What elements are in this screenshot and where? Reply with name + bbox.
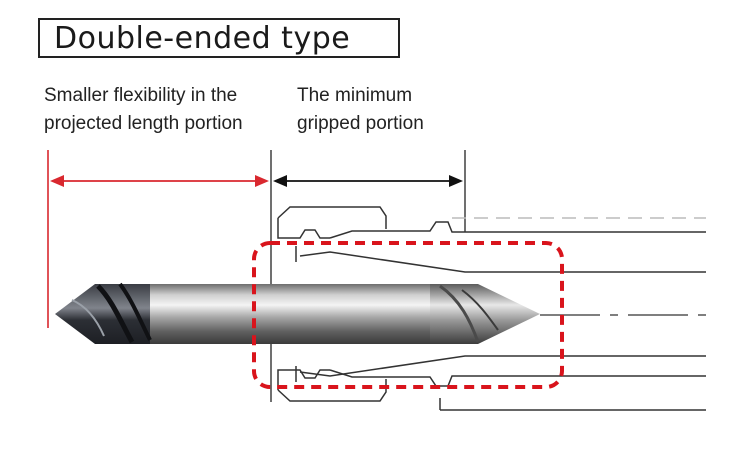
gripped-portion-label-line-1: The minimum [297, 85, 413, 106]
diagram-title-text: Double-ended type [54, 20, 351, 56]
collet-holder-outline [277, 206, 706, 411]
projected-length-label-line-2: projected length portion [44, 113, 243, 134]
gripped-highlight-box [252, 241, 564, 389]
gripped-portion-arrow [273, 175, 463, 187]
gripped-portion-label: The minimum gripped portion [297, 82, 424, 138]
gripped-portion-label-line-2: gripped portion [297, 113, 424, 134]
projected-length-arrow [50, 175, 269, 187]
projected-length-label: Smaller flexibility in the projected len… [44, 82, 243, 138]
diagram-title: Double-ended type [38, 18, 400, 58]
projected-length-label-line-1: Smaller flexibility in the [44, 85, 238, 106]
double-ended-tool [55, 282, 540, 344]
